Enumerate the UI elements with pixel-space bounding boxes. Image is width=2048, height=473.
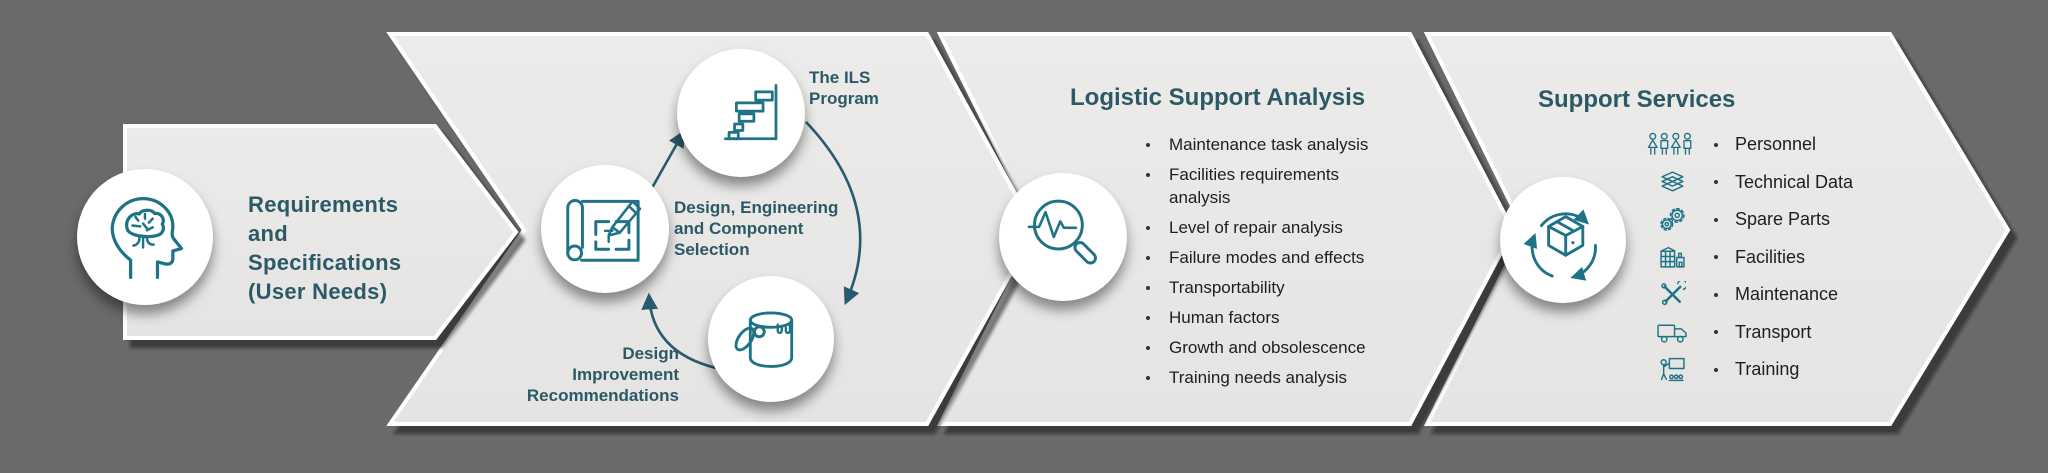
support-services-circle: [1500, 177, 1626, 303]
lsa-item-text: Human factors: [1169, 308, 1280, 327]
design-engineering-circle: [541, 165, 669, 293]
lsa-item-text: Growth and obsolescence: [1169, 338, 1366, 357]
design-improvement-label: Design Improvement Recommendations: [479, 343, 679, 406]
bullet-dot: [1146, 173, 1150, 177]
bullet-dot: [1714, 330, 1718, 335]
ils-cycle-arrows: [641, 121, 862, 370]
support-service-label: Personnel: [1735, 134, 1817, 155]
support-services-heading: Support Services: [1538, 86, 1736, 113]
lsa-item-text: Training needs analysis: [1169, 368, 1347, 387]
support-service-label: Training: [1735, 359, 1800, 380]
blueprint-pencil-icon: [566, 199, 642, 262]
spare-parts-icon: [1646, 206, 1698, 233]
design-improvement-circle: [708, 276, 834, 402]
lsa-list-item: Growth and obsolescence: [1146, 336, 1390, 359]
support-service-row: Spare Parts: [1646, 201, 1853, 239]
bullet-dot: [1146, 346, 1150, 350]
lsa-list-item: Transportability: [1146, 276, 1390, 299]
requirements-label: Requirements and Specifications (User Ne…: [248, 190, 401, 306]
requirements-label-line: and: [248, 221, 289, 246]
support-service-row: Transport: [1646, 314, 1853, 352]
arrow-blueprint-to-gantt: [650, 130, 685, 189]
facilities-icon: [1646, 244, 1698, 271]
bullet-dot: [1714, 217, 1718, 222]
ils-program-circle: [677, 49, 805, 177]
analysis-circle: [999, 173, 1127, 301]
support-service-label: Transport: [1735, 321, 1812, 342]
bullet-dot: [1714, 180, 1718, 185]
support-service-row: Training: [1646, 351, 1853, 389]
support-service-label: Spare Parts: [1735, 209, 1831, 230]
lsa-item-text: Failure modes and effects: [1169, 248, 1365, 267]
lsa-list-item: Maintenance task analysis: [1146, 133, 1390, 156]
arrow-bucket-to-blueprint: [641, 292, 717, 370]
lsa-list: Maintenance task analysis Facilities req…: [1146, 133, 1390, 396]
design-improvement-label-line: Improvement: [572, 365, 679, 384]
support-service-row: Maintenance: [1646, 276, 1853, 314]
lsa-item-text: Transportability: [1169, 278, 1285, 297]
lsa-list-item: Training needs analysis: [1146, 366, 1390, 389]
lsa-list-item: Level of repair analysis: [1146, 216, 1390, 239]
personnel-icon: [1646, 132, 1698, 157]
package-cycle-icon: [1523, 209, 1597, 281]
bullet-dot: [1714, 255, 1718, 260]
requirements-circle: [77, 169, 213, 305]
requirements-label-line: Specifications: [248, 250, 402, 275]
chevron-stage-ils-program: [386, 32, 1038, 426]
support-service-label: Maintenance: [1735, 284, 1839, 305]
bullet-dot: [1146, 256, 1150, 260]
support-services-list: Personnel Technical Data Spare Parts: [1646, 126, 1853, 389]
requirements-label-line: Requirements: [248, 192, 399, 217]
lsa-list-item: Failure modes and effects: [1146, 246, 1390, 269]
bullet-dot: [1146, 286, 1150, 290]
training-icon: [1646, 356, 1698, 383]
bullet-dot: [1714, 142, 1718, 147]
arrow-gantt-to-bucket: [805, 121, 862, 306]
lsa-item-text: Facilities requirements analysis: [1169, 165, 1340, 207]
bullet-dot: [1146, 376, 1150, 380]
ils-program-label-line: Program: [809, 89, 879, 108]
design-improvement-label-line: Recommendations: [526, 386, 679, 405]
requirements-label-line: (User Needs): [248, 279, 388, 304]
bullet-dot: [1146, 226, 1150, 230]
support-service-row: Technical Data: [1646, 164, 1853, 202]
support-service-row: Personnel: [1646, 126, 1853, 164]
design-improvement-label-line: Design: [622, 344, 679, 363]
maintenance-icon: [1646, 281, 1698, 308]
bullet-dot: [1714, 367, 1718, 372]
technical-data-icon: [1646, 169, 1698, 196]
support-service-row: Facilities: [1646, 239, 1853, 277]
design-engineering-label-line: Selection: [674, 240, 750, 259]
magnifier-pulse-icon: [1027, 199, 1097, 265]
bullet-dot: [1146, 143, 1150, 147]
lsa-list-item: Facilities requirements analysis: [1146, 163, 1390, 209]
lsa-item-text: Level of repair analysis: [1169, 218, 1343, 237]
transport-icon: [1646, 321, 1698, 344]
lsa-item-text: Maintenance task analysis: [1169, 135, 1369, 154]
design-engineering-label-line: and Component: [674, 219, 804, 238]
support-service-label: Facilities: [1735, 246, 1806, 267]
lsa-list-item: Human factors: [1146, 306, 1390, 329]
bullet-dot: [1714, 292, 1718, 297]
gantt-chart-icon: [723, 84, 778, 141]
support-service-label: Technical Data: [1735, 171, 1854, 192]
ils-program-label-line: The ILS: [809, 68, 871, 87]
chevron-stage-requirements: [123, 124, 519, 340]
bullet-dot: [1146, 316, 1150, 320]
lsa-heading: Logistic Support Analysis: [1070, 84, 1366, 111]
design-engineering-label-line: Design, Engineering: [674, 198, 839, 217]
paint-bucket-icon: [734, 311, 794, 368]
head-brain-icon: [110, 196, 184, 279]
design-engineering-label: Design, Engineering and Component Select…: [674, 197, 838, 260]
ils-program-label: The ILS Program: [809, 67, 879, 109]
